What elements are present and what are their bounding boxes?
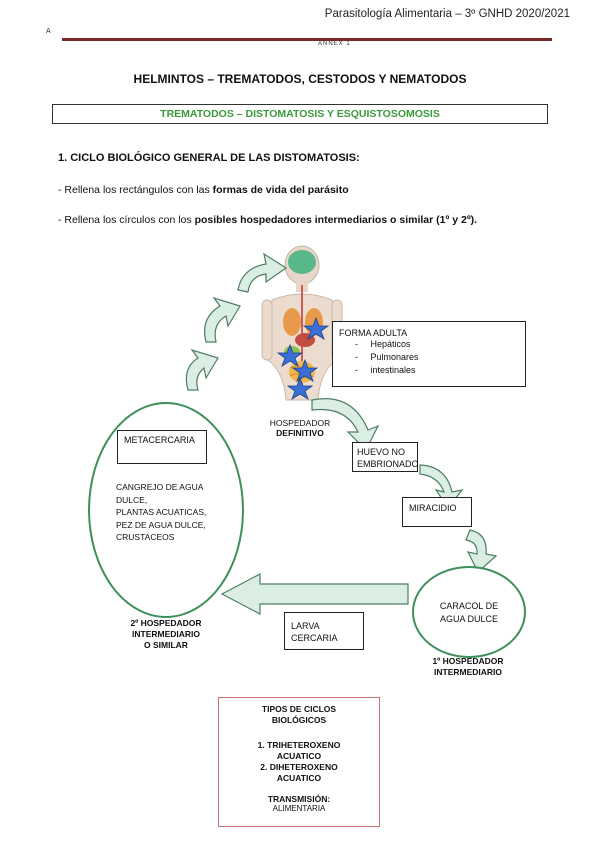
course-header: Parasitología Alimentaria – 3º GNHD 2020…	[324, 8, 570, 20]
arrow-to-metacercaria-up	[185, 348, 219, 391]
cycle-types-box: TIPOS DE CICLOS BIOLÓGICOS 1. TRIHETEROX…	[218, 697, 380, 827]
host1-content: CARACOL DE AGUA DULCE	[439, 601, 499, 624]
parasite-star-icons	[276, 316, 330, 400]
instruction-1: - Rellena los rectángulos con las formas…	[58, 184, 349, 196]
cycle-types-heading: TIPOS DE CICLOS BIOLÓGICOS	[261, 704, 337, 725]
adult-form-title: FORMA ADULTA	[339, 328, 408, 338]
host1-label: 1º HOSPEDADOR INTERMEDIARIO	[432, 656, 504, 677]
metacercaria-box: METACERCARIA	[117, 430, 207, 464]
human-body-icon	[261, 245, 343, 401]
star-icon	[291, 358, 319, 382]
arrow-to-host-definitive-2	[237, 252, 288, 293]
host-definitive-label: HOSPEDADOR DEFINITIVO	[269, 418, 331, 438]
host2-label: 2º HOSPEDADOR INTERMEDIARIO O SIMILAR	[130, 618, 202, 650]
adult-item-pulmonares: - Pulmonares	[355, 352, 419, 362]
header-rule-label: ANNEX 1	[318, 41, 351, 47]
cycle-type-2: 2. DIHETEROXENO ACUATICO	[260, 762, 338, 783]
adult-item-hepaticos: - Hepáticos	[355, 339, 411, 349]
star-icon	[286, 376, 314, 400]
arrow-to-host-definitive-1	[204, 296, 241, 343]
page-mark: A	[46, 28, 51, 35]
instruction-2: - Rellena los círculos con los posibles …	[58, 214, 477, 226]
instruction-2-text: - Rellena los círculos con los	[58, 214, 195, 226]
adult-item-intestinales: - intestinales	[355, 365, 416, 375]
section-heading: 1. CICLO BIOLÓGICO GENERAL DE LAS DISTOM…	[58, 152, 360, 164]
instruction-2-bold: posibles hospedadores intermediarios o s…	[194, 214, 478, 226]
host2-content: CANGREJO DE AGUA DULCE, PLANTAS ACUATICA…	[116, 482, 207, 542]
subtitle-box: TREMATODOS – DISTOMATOSIS Y ESQUISTOSOMO…	[52, 104, 548, 124]
huevo-box: HUEVO NO EMBRIONADO	[352, 442, 419, 472]
miracidio-box: MIRACIDIO	[402, 497, 472, 527]
arrow-larva-to-host2	[220, 573, 409, 615]
adult-form-box: FORMA ADULTA - Hepáticos - Pulmonares - …	[332, 321, 526, 387]
page-title: HELMINTOS – TREMATODOS, CESTODOS Y NEMAT…	[133, 72, 467, 86]
arrow-to-caracol	[465, 529, 498, 573]
host1-oval: CARACOL DE AGUA DULCE	[412, 566, 526, 658]
cycle-type-1: 1. TRIHETEROXENO ACUATICO	[257, 740, 341, 761]
star-icon	[276, 343, 304, 367]
instruction-1-bold: formas de vida del parásito	[212, 184, 349, 196]
transmission-label: TRANSMISIÓN:	[267, 794, 331, 804]
larva-box: LARVA CERCARIA	[284, 612, 364, 650]
star-icon	[302, 316, 330, 340]
transmission-value: ALIMENTARIA	[272, 804, 326, 813]
instruction-1-text: - Rellena los rectángulos con las	[58, 184, 213, 196]
header-rule	[62, 38, 552, 41]
